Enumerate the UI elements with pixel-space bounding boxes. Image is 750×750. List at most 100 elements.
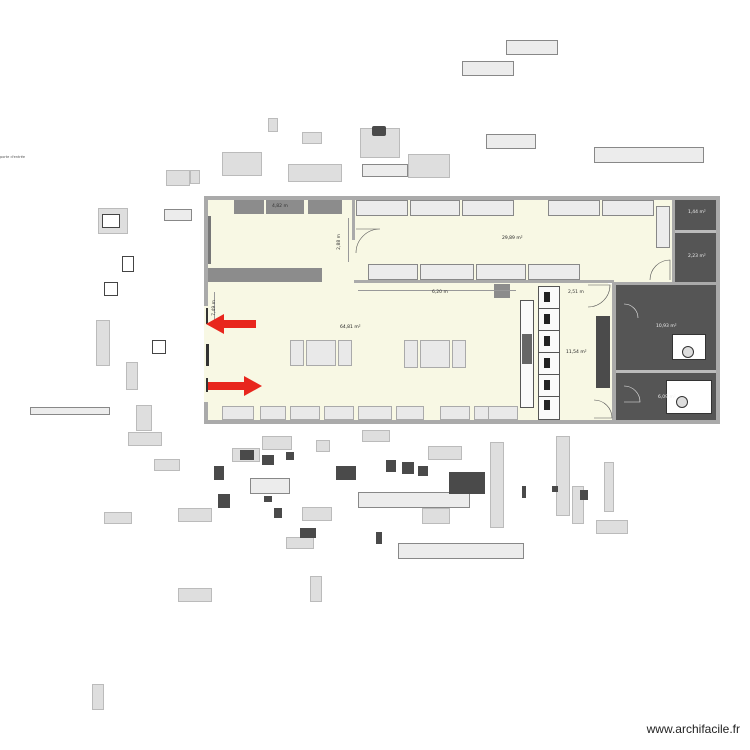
furniture-block-9 bbox=[126, 362, 138, 390]
entrance-frame-mid bbox=[206, 344, 209, 366]
dark-item-7 bbox=[218, 494, 230, 508]
furniture-block-17 bbox=[92, 684, 104, 710]
furniture-tag-7 bbox=[30, 407, 110, 415]
dark-item-2 bbox=[386, 460, 396, 472]
furniture-block-11 bbox=[128, 432, 162, 446]
furniture-block-30 bbox=[422, 508, 450, 524]
gondola-small bbox=[494, 284, 510, 298]
bottom-shelf-4 bbox=[324, 406, 354, 420]
wall-top bbox=[204, 196, 720, 200]
furniture-block-2 bbox=[288, 164, 342, 182]
wall-mid-h bbox=[612, 282, 720, 285]
cabin-divider-4 bbox=[538, 374, 560, 375]
cabin-divider-5 bbox=[538, 396, 560, 397]
bottom-shelf-7 bbox=[440, 406, 470, 420]
shelf-counter bbox=[208, 268, 322, 282]
dark-item-3 bbox=[402, 462, 414, 474]
side-label: porte d'entrée bbox=[0, 155, 26, 159]
stool-2 bbox=[104, 282, 118, 296]
backroom-shelf-7 bbox=[420, 264, 474, 280]
entrance-frame-bot bbox=[206, 378, 208, 392]
furniture-tag-8 bbox=[398, 543, 524, 559]
furniture-block-8 bbox=[96, 320, 110, 366]
cabin-divider-1 bbox=[538, 308, 560, 309]
cabin-divider-2 bbox=[538, 330, 560, 331]
dark-item-8 bbox=[274, 508, 282, 518]
arrow-right-icon bbox=[208, 376, 262, 396]
shelf-top-3 bbox=[308, 200, 342, 214]
arrow-left-icon bbox=[206, 314, 256, 334]
dim-label-3: 6,20 m bbox=[432, 290, 448, 295]
island-6 bbox=[452, 340, 466, 368]
area-small1-label: 1,44 m² bbox=[688, 210, 706, 215]
furniture-tag-6 bbox=[164, 209, 192, 221]
wall-small-left bbox=[672, 200, 675, 284]
bottom-shelf-3 bbox=[290, 406, 320, 420]
furniture-block-21 bbox=[362, 430, 390, 442]
dark-item-5 bbox=[214, 466, 224, 480]
furniture-block-22 bbox=[428, 446, 462, 460]
dim-line-left bbox=[214, 292, 215, 322]
dark-item-6 bbox=[262, 455, 274, 465]
island-4 bbox=[404, 340, 418, 368]
furniture-tag-9 bbox=[358, 492, 470, 508]
wall-small-split bbox=[675, 230, 716, 233]
furniture-block-20 bbox=[316, 440, 330, 452]
furniture-block-6 bbox=[302, 132, 322, 144]
furniture-block-24 bbox=[286, 537, 314, 549]
cabin-chair-5 bbox=[544, 380, 550, 390]
bottom-shelf-1 bbox=[222, 406, 254, 420]
furniture-block-4 bbox=[408, 154, 450, 178]
furniture-tag-4 bbox=[594, 147, 704, 163]
small-room-1 bbox=[675, 200, 716, 230]
furniture-block-15 bbox=[178, 588, 212, 602]
area-back-label: 29,89 m² bbox=[502, 236, 523, 241]
furniture-block-31 bbox=[190, 170, 200, 184]
dim-line-vertical bbox=[348, 218, 349, 262]
cabin-divider-3 bbox=[538, 352, 560, 353]
shelf-top-1 bbox=[234, 200, 264, 214]
stool-3 bbox=[152, 340, 166, 354]
island-2 bbox=[306, 340, 336, 366]
furniture-block-3 bbox=[222, 152, 262, 176]
dark-item-9 bbox=[300, 528, 316, 538]
backroom-shelf-vert bbox=[656, 206, 670, 248]
bottom-shelf-9 bbox=[488, 406, 518, 420]
wall-office-split bbox=[616, 370, 716, 373]
backroom-shelf-9 bbox=[528, 264, 580, 280]
backroom-shelf-3 bbox=[462, 200, 514, 216]
dark-item-17 bbox=[264, 496, 272, 502]
bottom-shelf-5 bbox=[358, 406, 392, 420]
cabin-dark-strip bbox=[522, 334, 532, 364]
dark-item-4 bbox=[336, 466, 356, 480]
dim-line-horizontal bbox=[358, 290, 516, 291]
dark-item-10 bbox=[376, 532, 382, 544]
backroom-shelf-1 bbox=[356, 200, 408, 216]
backroom-shelf-4 bbox=[548, 200, 600, 216]
cabin-chair-2 bbox=[544, 314, 550, 324]
furniture-tag-10 bbox=[250, 478, 290, 494]
office-desk-2 bbox=[666, 380, 712, 414]
cabin-chair-3 bbox=[544, 336, 550, 346]
cabin-chair-6 bbox=[544, 400, 550, 410]
dark-item-11 bbox=[418, 466, 428, 476]
furniture-block-32 bbox=[166, 170, 190, 186]
mannequin-1 bbox=[102, 214, 120, 228]
dark-item-14 bbox=[522, 486, 526, 498]
bottom-shelf-6 bbox=[396, 406, 424, 420]
furniture-block-14 bbox=[178, 508, 212, 522]
furniture-block-1 bbox=[360, 128, 400, 158]
furniture-block-25 bbox=[490, 442, 504, 528]
furniture-tag-3 bbox=[486, 134, 536, 149]
furniture-block-10 bbox=[136, 405, 152, 431]
door-arcs bbox=[355, 228, 671, 419]
stool-1 bbox=[122, 256, 134, 272]
furniture-block-12 bbox=[154, 459, 180, 471]
backroom-shelf-5 bbox=[602, 200, 654, 216]
furniture-block-5 bbox=[268, 118, 278, 132]
backroom-shelf-2 bbox=[410, 200, 460, 216]
furniture-tag-2 bbox=[462, 61, 514, 76]
furniture-block-23 bbox=[302, 507, 332, 521]
area-cabins-label: 11,54 m² bbox=[566, 350, 587, 355]
furniture-block-28 bbox=[604, 462, 614, 512]
